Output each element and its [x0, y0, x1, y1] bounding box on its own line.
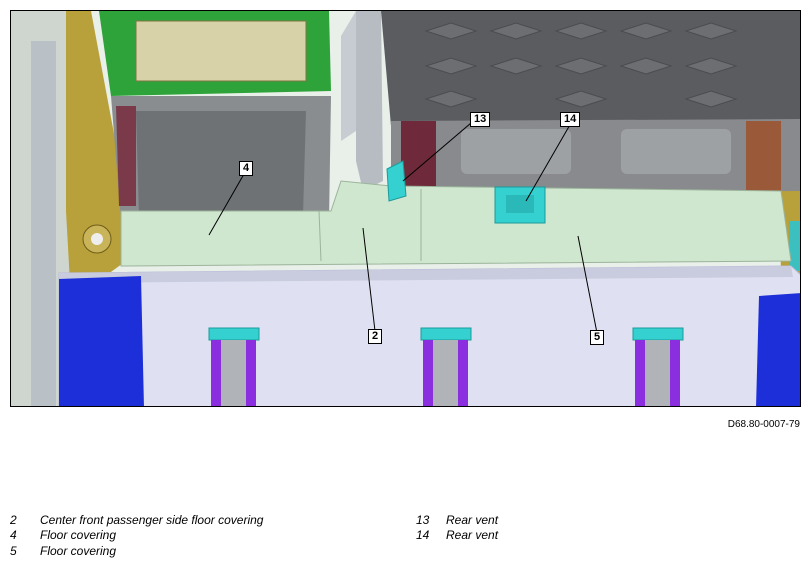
legend-text: Rear vent: [446, 528, 499, 542]
leader-lines: [208, 122, 598, 334]
center-console: [356, 11, 383, 191]
legend-number: 2: [10, 513, 17, 527]
anchor-right: [632, 327, 684, 406]
callout-2: 2: [368, 329, 383, 344]
diagram-figure: 4 2 5 13 14: [10, 10, 801, 407]
legend-text: Floor covering: [40, 528, 117, 542]
left-door-edge: [31, 41, 56, 406]
legend-number: 4: [10, 528, 17, 542]
anchor-left: [208, 327, 260, 406]
left-pillar-trim: [66, 11, 126, 301]
document-reference: D68.80-0007-79: [727, 419, 800, 430]
legend-number: 13: [416, 513, 430, 527]
vehicle-floor-illustration: [11, 11, 800, 406]
legend-text: Floor covering: [40, 544, 117, 558]
rear-vent-left: [386, 160, 407, 202]
callout-5: 5: [590, 330, 605, 345]
floor-covering: [120, 180, 792, 267]
right-blue-panel: [756, 293, 800, 406]
legend-text: Rear vent: [446, 513, 499, 527]
anchor-center: [420, 327, 472, 406]
legend-number: 14: [416, 528, 430, 542]
left-blue-panel: [59, 276, 144, 406]
callout-14: 14: [560, 112, 581, 127]
callout-4: 4: [239, 161, 254, 176]
legend-number: 5: [10, 544, 17, 558]
legend-text: Center front passenger side floor coveri…: [40, 513, 264, 527]
callout-13: 13: [470, 112, 491, 127]
